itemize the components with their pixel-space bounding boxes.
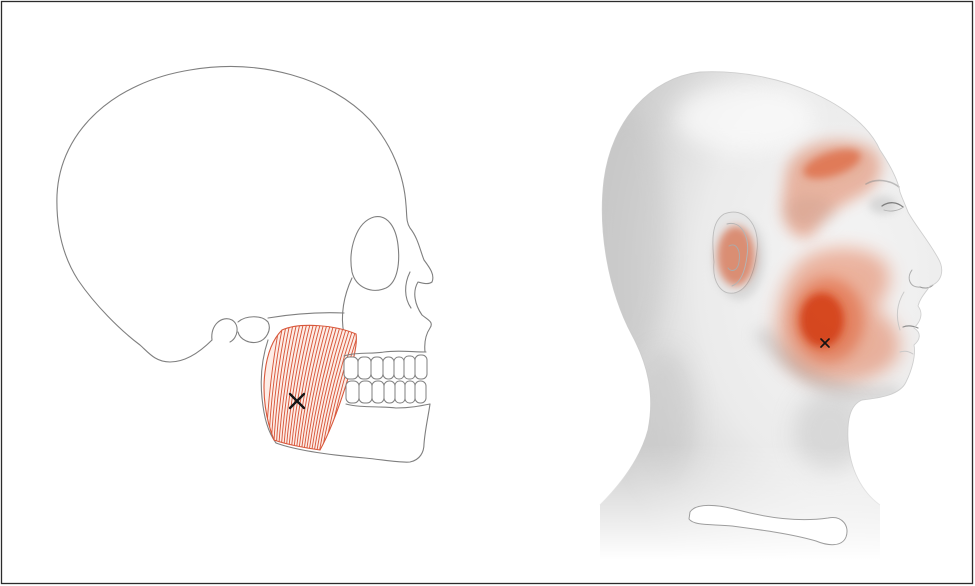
zygomatic-bone-outline [342, 278, 352, 334]
skull-illustration [57, 67, 433, 463]
lower-tooth [384, 381, 395, 403]
lower-tooth [415, 381, 426, 403]
lower-gum-line [346, 404, 430, 408]
mandibular-condyle-outline [238, 317, 269, 343]
mastoid-process-outline [212, 319, 237, 342]
head-illustration [588, 72, 942, 560]
lower-tooth [359, 381, 372, 403]
under-chin-shadow [794, 390, 866, 474]
nape-shadow [635, 350, 695, 490]
upper-gum-line [344, 351, 426, 356]
upper-teeth [344, 355, 427, 379]
lower-tooth [405, 381, 415, 403]
orbit-outline [351, 217, 399, 291]
upper-tooth [394, 357, 404, 379]
ear-pain-zone [717, 226, 755, 286]
nasal-aperture-outline [406, 272, 411, 308]
upper-tooth [344, 357, 358, 379]
upper-tooth [404, 356, 415, 379]
lower-tooth [346, 381, 359, 403]
zygomatic-arch-upper-edge [268, 313, 344, 318]
upper-tooth [358, 357, 371, 379]
upper-tooth [383, 357, 394, 379]
upper-tooth [415, 355, 427, 379]
lower-tooth [372, 381, 384, 403]
masseter-muscle-body [264, 325, 356, 450]
crown-highlight [675, 84, 815, 152]
lower-teeth [346, 381, 426, 403]
occiput-shadow [588, 110, 668, 360]
upper-tooth [371, 357, 383, 379]
lower-tooth [395, 381, 405, 403]
